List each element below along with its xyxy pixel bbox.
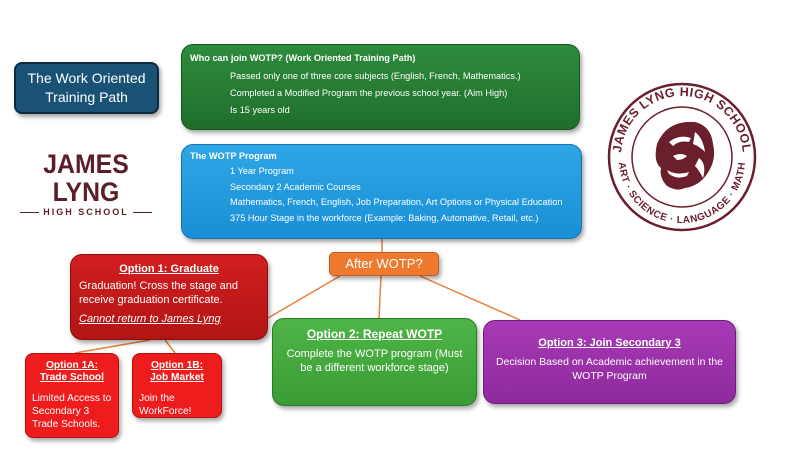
option1-header: Option 1: Graduate — [119, 263, 219, 275]
who-item: Is 15 years old — [230, 105, 290, 115]
option1b-header-line2: Job Market — [150, 372, 204, 383]
logo-sub-text: HIGH SCHOOL — [43, 207, 129, 217]
title-line-1: The Work Oriented — [27, 70, 146, 86]
logo-main-text: JAMES LYNG — [43, 149, 129, 207]
option2-header: Option 2: Repeat WOTP — [306, 327, 443, 341]
logo-sub-row: HIGH SCHOOL — [20, 207, 153, 217]
connector-after-option2 — [378, 275, 382, 319]
who-can-join-box: Who can join WOTP? (Work Oriented Traini… — [181, 44, 580, 130]
option1a-trade-school-box: Option 1A: Trade School Limited Access t… — [25, 353, 119, 438]
option3-header: Option 3: Join Secondary 3 — [538, 337, 681, 349]
program-item: 375 Hour Stage in the workforce (Example… — [230, 212, 539, 223]
option3-desc: Decision Based on Academic achievement i… — [495, 356, 724, 382]
connector-after-option3 — [419, 275, 521, 321]
option1a-desc: Limited Access to Secondary 3 Trade Scho… — [32, 393, 112, 430]
after-wotp-box: After WOTP? — [329, 252, 439, 276]
logo-rule-right — [132, 211, 153, 213]
option2-repeat-box: Option 2: Repeat WOTP Complete the WOTP … — [272, 318, 477, 406]
option1b-job-market-box: Option 1B: Job Market Join the WorkForce… — [132, 353, 222, 418]
lion-icon — [655, 121, 715, 190]
option1-graduate-box: Option 1: Graduate Graduation! Cross the… — [70, 254, 268, 340]
option1b-header-line1: Option 1B: — [150, 360, 204, 371]
program-item: Mathematics, French, English, Job Prepar… — [230, 197, 563, 207]
option2-desc: Complete the WOTP program (Must be a dif… — [286, 348, 463, 374]
program-header: The WOTP Program — [190, 151, 277, 161]
option1b-desc: Join the WorkForce! — [139, 393, 192, 417]
connector-option1-option1a — [74, 339, 151, 354]
program-item: Secondary 2 Academic Courses — [230, 181, 361, 192]
option1-desc: Graduation! Cross the stage and receive … — [79, 280, 238, 306]
connector-option1-option1b — [164, 339, 176, 354]
wotp-program-box: The WOTP Program 1 Year Program Secondar… — [181, 144, 582, 239]
who-item: Passed only one of three core subjects (… — [230, 71, 521, 81]
connector-after-option1 — [267, 275, 341, 319]
option1a-header-line2: Trade School — [40, 372, 104, 383]
james-lyng-logo: JAMES LYNG HIGH SCHOOL — [20, 149, 153, 217]
school-seal-icon: JAMES LYNG HIGH SCHOOL ART · SCIENCE · L… — [607, 82, 757, 232]
logo-rule-left — [20, 211, 40, 213]
title-line-2: Training Path — [45, 89, 128, 105]
option3-secondary3-box: Option 3: Join Secondary 3 Decision Base… — [483, 320, 736, 404]
option1a-header-line1: Option 1A: — [45, 360, 99, 371]
option1-note: Cannot return to James Lyng — [79, 313, 221, 325]
who-header: Who can join WOTP? (Work Oriented Traini… — [190, 53, 416, 63]
who-item: Completed a Modified Program the previou… — [230, 88, 508, 98]
after-label: After WOTP? — [345, 256, 423, 271]
program-item: 1 Year Program — [230, 166, 294, 176]
title-box: The Work Oriented Training Path — [14, 62, 159, 114]
